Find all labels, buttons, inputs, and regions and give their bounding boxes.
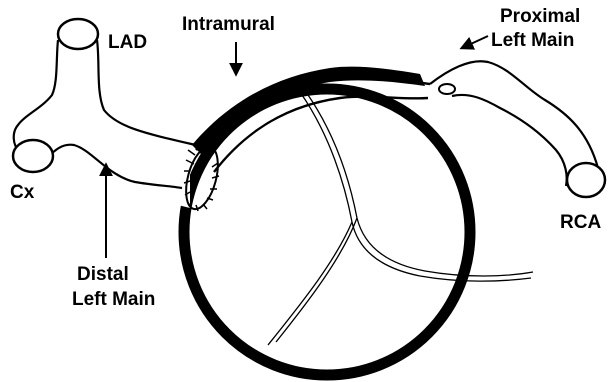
- proximal-left-main-label-line1: Proximal: [500, 6, 580, 27]
- lad-vessel-end: [58, 19, 98, 49]
- rca-label: RCA: [560, 212, 601, 233]
- proximal-left-main-label-line2: Left Main: [491, 30, 574, 51]
- intramural-label: Intramural: [182, 14, 275, 35]
- cx-label: Cx: [10, 182, 35, 203]
- distal-left-main-label-line2: Left Main: [72, 289, 155, 310]
- valve-leaflet-lines: [268, 92, 533, 345]
- cx-vessel-end: [13, 140, 53, 172]
- proximal-left-main-arrow: [462, 36, 488, 48]
- rca-vessel-end: [567, 163, 605, 197]
- lad-label: LAD: [108, 32, 147, 53]
- left-main-vessel: [14, 40, 430, 188]
- distal-left-main-label-line1: Distal: [77, 264, 129, 285]
- proximal-left-main-ostium: [439, 84, 455, 94]
